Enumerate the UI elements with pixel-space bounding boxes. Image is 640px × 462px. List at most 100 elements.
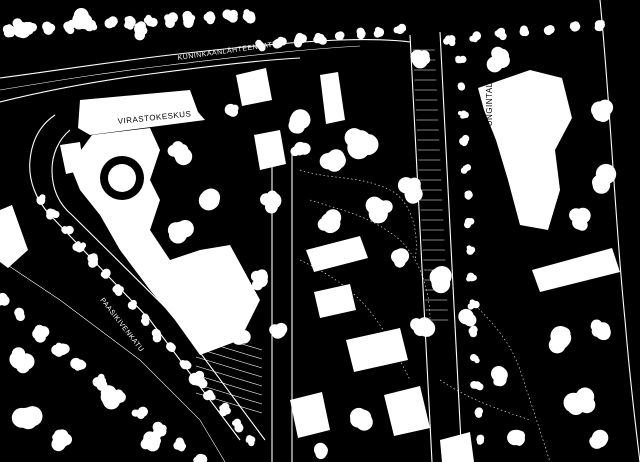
building-north-1	[236, 68, 272, 106]
buildings	[0, 68, 620, 462]
tree-canopy	[72, 8, 93, 30]
building-east-block	[532, 248, 620, 292]
tree-canopy	[9, 347, 35, 374]
tree-canopy	[443, 35, 456, 47]
tree-canopy	[151, 328, 162, 343]
tree-canopy	[319, 149, 346, 172]
tree-canopy	[393, 23, 407, 34]
tree-canopy	[179, 360, 192, 370]
building-south-2	[384, 386, 430, 436]
tree-canopy	[152, 421, 167, 439]
tree-canopy	[127, 299, 137, 310]
tree-canopy	[569, 21, 581, 32]
park-path-5	[439, 379, 531, 421]
building-park-1	[306, 236, 368, 272]
building-north-3	[254, 130, 286, 170]
tree-canopy	[70, 357, 87, 371]
tree-canopy	[410, 49, 431, 69]
parking-row-line	[195, 365, 263, 387]
road-edge-north-upper	[0, 39, 411, 79]
tree-canopy	[242, 9, 256, 24]
tree-canopy	[182, 10, 196, 28]
tree-canopy	[140, 431, 162, 452]
tree-canopy	[255, 39, 266, 52]
tree-canopy	[507, 429, 526, 446]
tree-canopy	[317, 209, 342, 234]
tree-canopy	[100, 268, 111, 279]
building-west-edge	[0, 205, 28, 268]
tree-canopies	[0, 8, 617, 462]
tree-canopy	[245, 435, 256, 447]
tree-canopy	[466, 272, 477, 282]
tree-canopy	[563, 387, 596, 415]
tree-canopy	[470, 381, 484, 391]
tree-canopy	[457, 110, 469, 119]
park-path-1	[299, 169, 417, 261]
tree-canopy	[0, 292, 10, 306]
tree-canopy	[100, 385, 121, 410]
tree-canopy	[459, 134, 470, 147]
tree-canopy	[458, 308, 477, 327]
tree-canopy	[32, 324, 50, 343]
tree-canopy	[470, 354, 480, 364]
tree-canopy	[589, 429, 609, 449]
tree-canopy	[224, 103, 239, 117]
tree-canopy	[468, 325, 478, 338]
building-virastokeskus-tower	[60, 142, 84, 174]
road-east-east-edge	[439, 31, 463, 462]
tree-canopy	[193, 453, 208, 462]
tree-canopy	[72, 241, 87, 253]
tree-canopy	[410, 317, 436, 337]
tree-canopy	[455, 55, 467, 64]
tree-canopy	[334, 31, 345, 41]
tree-canopy	[134, 21, 148, 41]
tree-canopy	[173, 437, 186, 452]
tree-canopy	[167, 220, 194, 244]
tree-canopy	[344, 128, 379, 160]
tree-canopy	[131, 406, 148, 419]
label-kaupungintalo: KAUPUNGINTALO	[485, 76, 494, 150]
road-edge-paasikivenkatu	[0, 259, 226, 462]
tree-canopy	[365, 196, 393, 224]
tree-canopy	[232, 418, 244, 433]
tree-canopy	[391, 248, 410, 268]
tree-canopy	[476, 434, 485, 445]
tree-canopy	[594, 19, 605, 32]
parking-row-line	[195, 356, 263, 378]
tree-canopy	[356, 27, 366, 40]
tree-canopy	[140, 313, 150, 326]
road-far-east	[599, 0, 640, 462]
tree-canopy	[272, 36, 287, 49]
tree-canopy	[219, 402, 231, 417]
tree-canopy	[373, 26, 385, 38]
tree-canopy	[143, 14, 158, 27]
tree-canopy	[188, 370, 208, 389]
tree-canopy	[466, 245, 476, 255]
building-park-2	[314, 284, 356, 318]
tree-canopy	[464, 190, 473, 200]
tree-canopy	[124, 15, 136, 30]
tree-canopy	[250, 269, 269, 291]
tree-canopy	[198, 188, 221, 211]
tree-canopy	[486, 46, 510, 73]
tree-canopy	[491, 366, 508, 387]
tree-canopy	[429, 266, 452, 294]
parking-row-line	[195, 383, 263, 405]
tree-canopy	[269, 322, 288, 339]
tree-canopy	[590, 319, 611, 341]
tree-canopy	[397, 177, 423, 204]
tree-canopy	[166, 342, 176, 353]
tree-canopy	[14, 307, 25, 321]
tree-canopy	[548, 326, 572, 354]
tree-canopy	[222, 9, 238, 23]
building-south-3	[440, 432, 474, 462]
parking-row-line	[195, 374, 263, 396]
tree-canopy	[293, 32, 307, 48]
tree-canopy	[314, 442, 328, 460]
tree-canopy	[494, 27, 507, 41]
tree-canopy	[11, 406, 43, 430]
building-north-2	[320, 72, 345, 124]
